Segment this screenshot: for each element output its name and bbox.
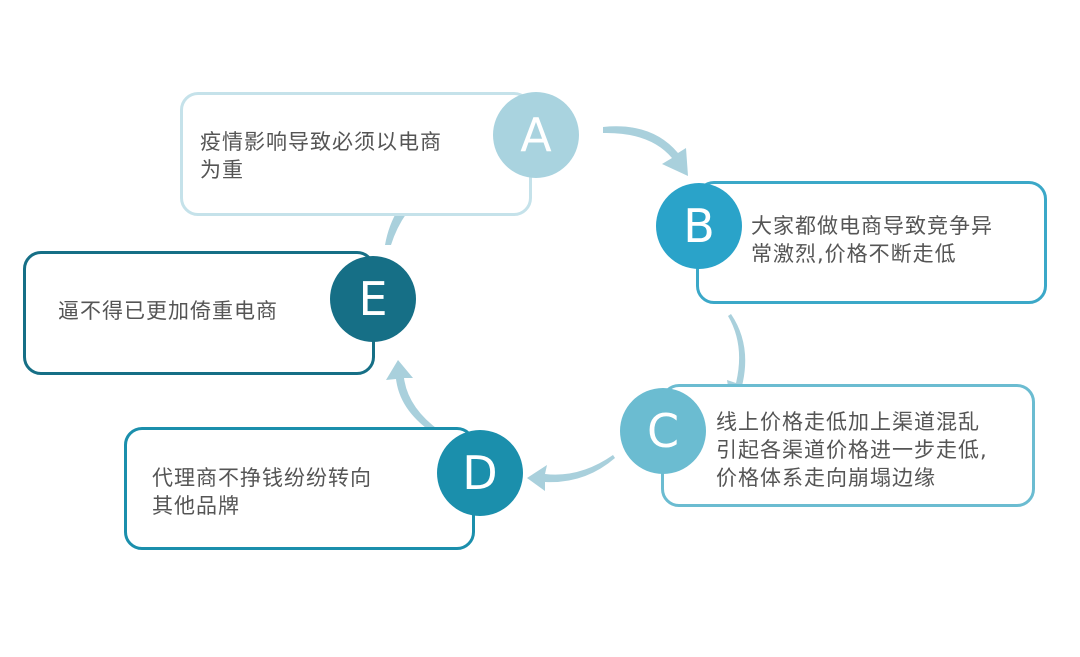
arrow-a-to-b-icon xyxy=(603,126,688,176)
step-c-text: 线上价格走低加上渠道混乱 引起各渠道价格进一步走低, 价格体系走向崩塌边缘 xyxy=(716,410,988,490)
step-e-letter: E xyxy=(358,272,388,326)
step-d-badge: D xyxy=(437,430,523,516)
step-c-letter: C xyxy=(646,404,680,458)
step-a-badge: A xyxy=(493,92,579,178)
step-b-letter: B xyxy=(683,199,715,253)
step-e-box xyxy=(23,251,375,375)
step-a-letter: A xyxy=(520,108,552,162)
arrow-d-to-e-icon xyxy=(386,360,440,435)
step-e-badge: E xyxy=(330,256,416,342)
step-b-text: 大家都做电商导致竞争异 常激烈,价格不断走低 xyxy=(751,214,993,266)
step-e-text: 逼不得已更加倚重电商 xyxy=(58,299,278,323)
step-a-text: 疫情影响导致必须以电商 为重 xyxy=(200,130,442,182)
step-d-letter: D xyxy=(462,446,498,500)
step-d-text: 代理商不挣钱纷纷转向 其他品牌 xyxy=(152,466,372,518)
arrow-c-to-d-icon xyxy=(527,455,615,491)
step-c-box xyxy=(661,384,1035,507)
step-b-badge: B xyxy=(656,183,742,269)
step-c-badge: C xyxy=(620,388,706,474)
